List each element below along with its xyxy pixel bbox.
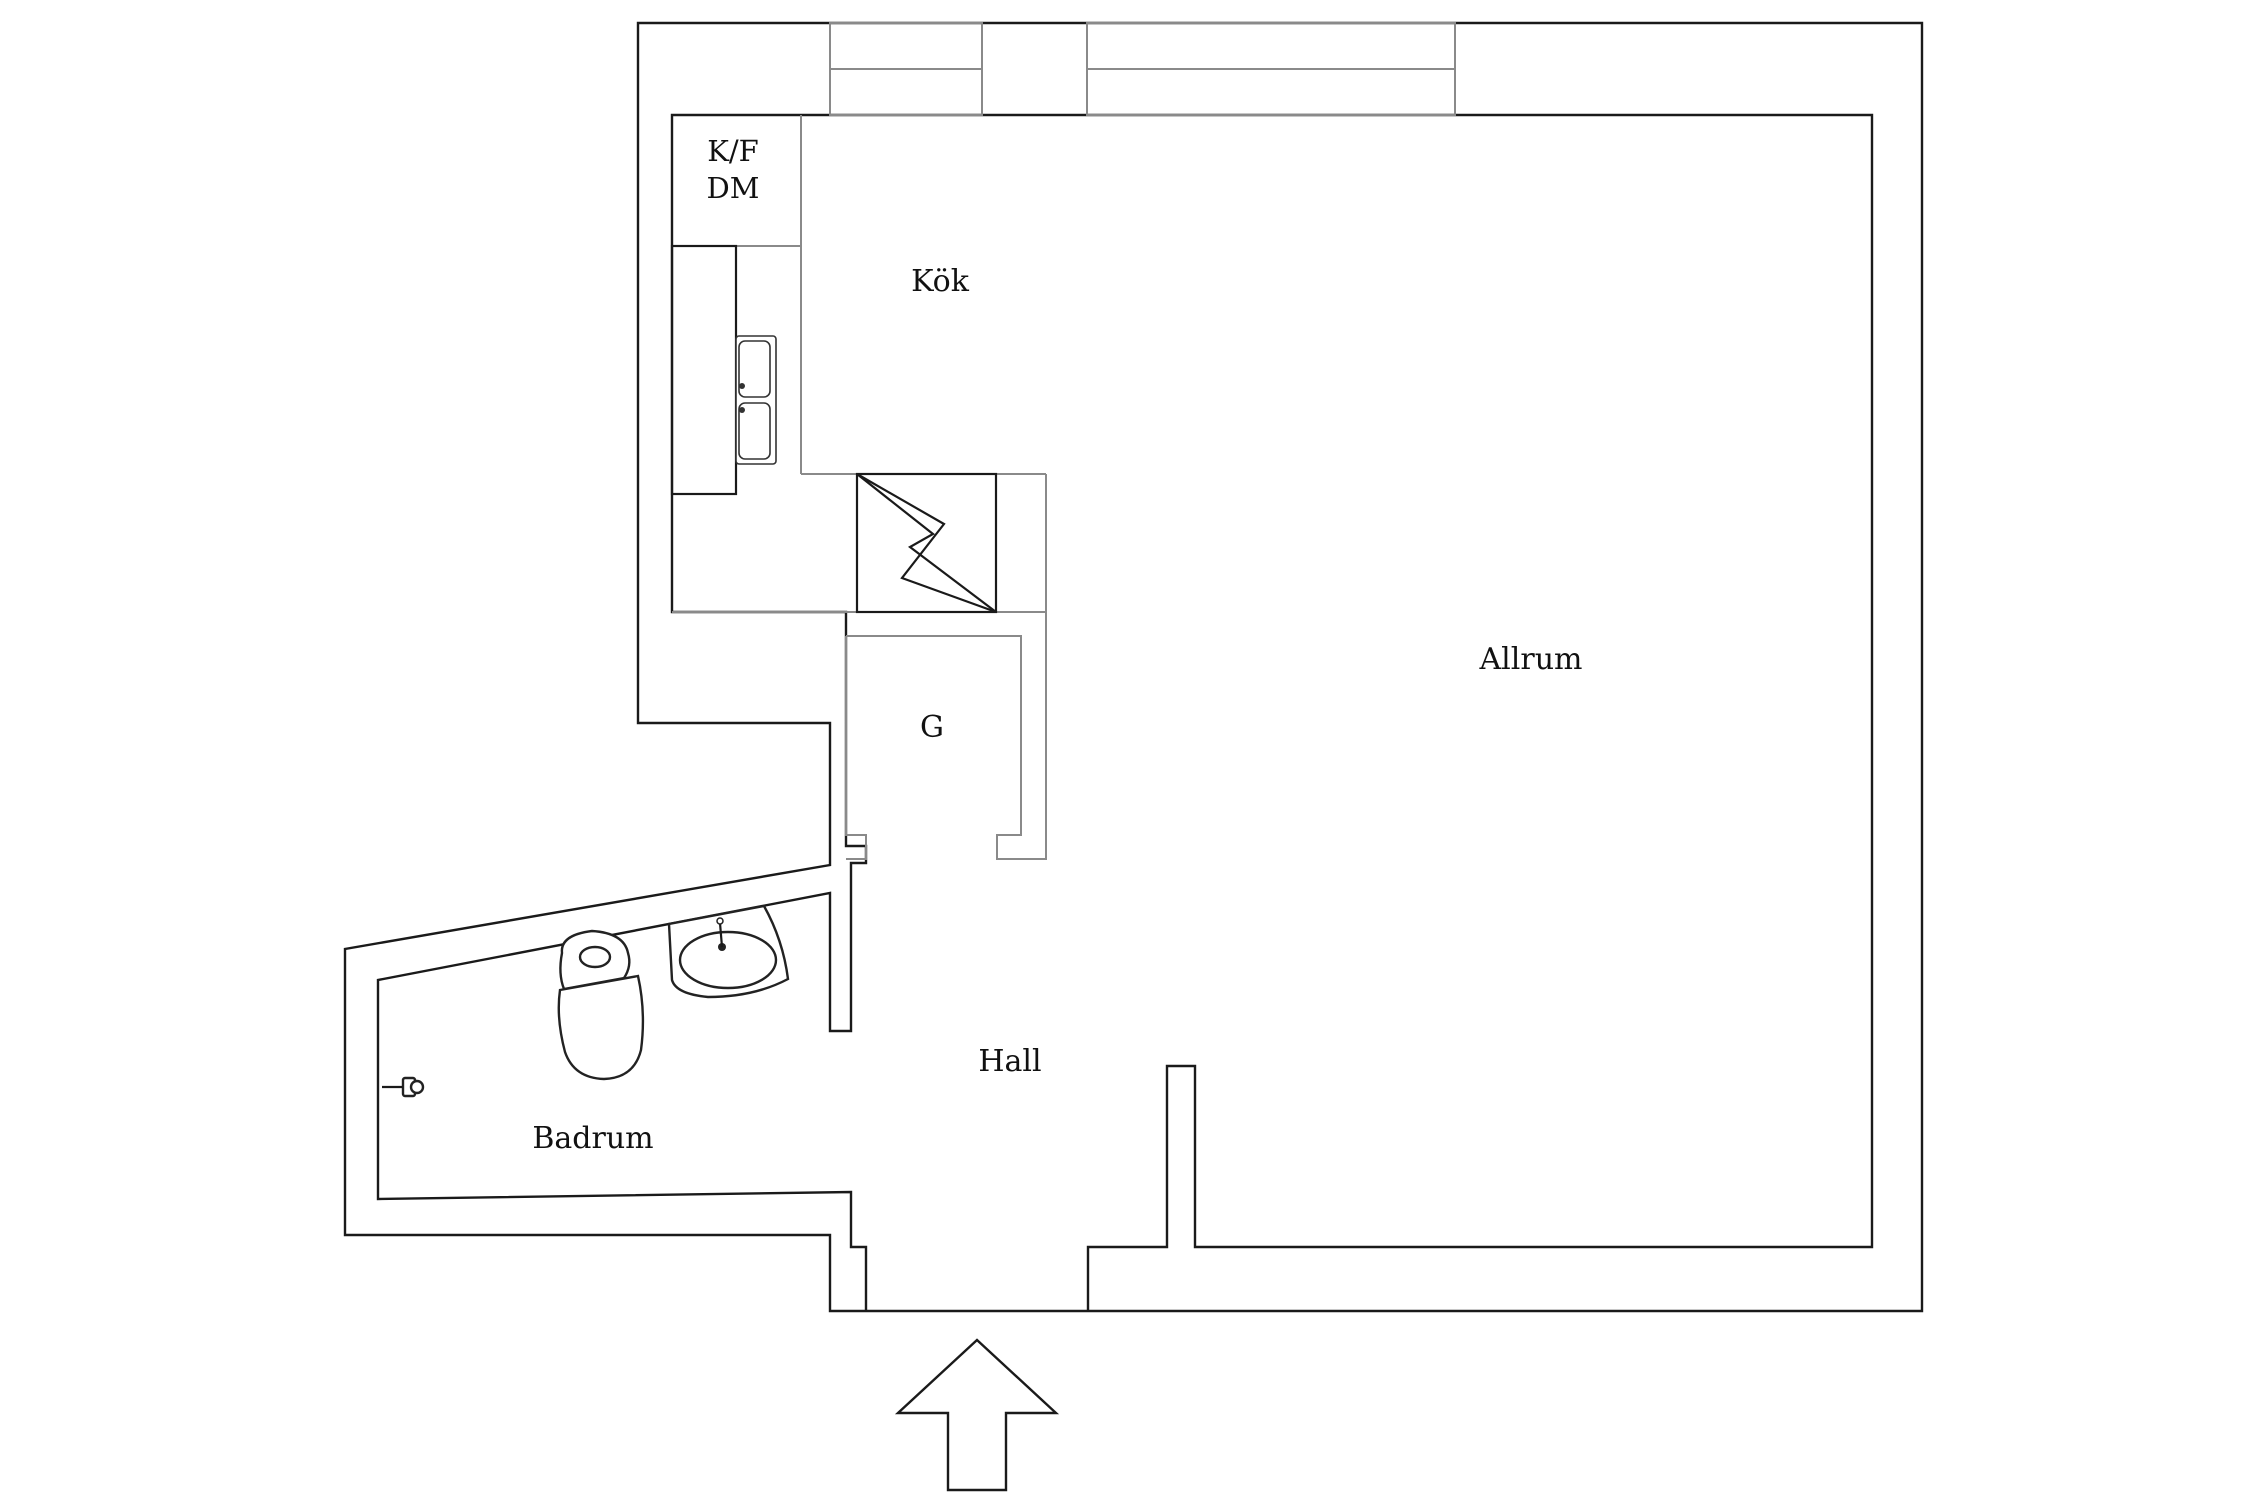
kitchen-sink-icon [735, 335, 777, 465]
room-label-badrum: Badrum [532, 1121, 653, 1156]
room-label-garderob: G [920, 710, 944, 745]
toilet-icon [557, 929, 645, 1081]
washbasin-icon [667, 904, 790, 999]
entrance-arrow-icon [894, 1338, 1060, 1492]
room-label-allrum: Allrum [1479, 642, 1583, 677]
shower-tap-icon [382, 1076, 425, 1098]
outer-walls [343, 21, 1924, 1313]
room-label-kok: Kök [911, 264, 970, 299]
room-label-hall: Hall [978, 1044, 1041, 1079]
windows [829, 22, 1456, 116]
room-label-dm: DM [707, 171, 760, 205]
closet-walls [845, 612, 1047, 860]
room-label-kf: K/F [707, 134, 759, 168]
chimney-stove-icon [855, 472, 998, 614]
